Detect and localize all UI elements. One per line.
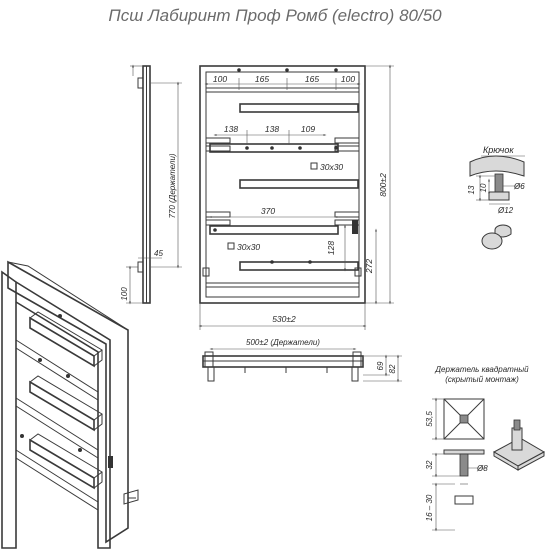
hook-dim-13: 13: [467, 185, 476, 194]
holder-square-left: [202, 267, 210, 277]
shelf-bar-4: [209, 225, 339, 235]
holder-stem-square: [459, 414, 469, 424]
hook-knob-front: [481, 232, 503, 250]
dim-top-2: 165: [255, 74, 269, 84]
holder-dim-32: 32: [425, 460, 434, 469]
pipe-section: [469, 155, 525, 177]
dim-height: 800±2: [378, 173, 388, 197]
dim-272: 272: [364, 259, 374, 274]
profile-label-1: 30х30: [320, 162, 343, 172]
dim-width: 530±2: [272, 314, 296, 324]
holder-points: [213, 68, 338, 264]
iso-rung-1: [15, 339, 99, 401]
hook-dim-10: 10: [479, 183, 488, 192]
front-view: 100 165 165 100 138 138 109 30х30 30х30 …: [198, 64, 394, 330]
dim-top-1: 100: [213, 74, 227, 84]
iso-switch: [108, 456, 113, 468]
profile-square-2: [227, 242, 235, 250]
holder-3d-stem: [511, 427, 523, 451]
holder-dim-16-30: 16 – 30: [425, 494, 434, 521]
isometric-view: [1, 260, 139, 549]
shelf-bar-5: [239, 261, 359, 271]
holder-base: [443, 449, 485, 455]
top-view: 500±2 (Держатели) 69 82: [202, 338, 402, 383]
shelf-bar-2: [209, 143, 339, 153]
iso-rung-2: [15, 397, 99, 459]
profile-label-2: 30х30: [237, 242, 260, 252]
dim-mid-2: 138: [265, 124, 279, 134]
dim-top-3: 165: [305, 74, 319, 84]
hook-dia-12: Ø12: [497, 206, 514, 215]
holder-label-1: Держатель квадратный: [434, 365, 529, 374]
hook-label: Крючок: [483, 145, 514, 155]
dim-holder-distance: 770 (Держатели): [168, 153, 177, 218]
frame-inner: [205, 71, 360, 298]
iso-upright-right: [15, 281, 111, 549]
dim-128: 128: [326, 241, 336, 255]
dim-mid-1: 138: [224, 124, 238, 134]
profile-square-1: [310, 162, 318, 170]
hook-dia-6: Ø6: [513, 182, 525, 191]
holder-plate: [443, 398, 485, 440]
dim-top-4: 100: [341, 74, 355, 84]
holder-dim-53: 53,5: [425, 411, 434, 427]
shelf-bar-3: [239, 179, 359, 189]
holder-label-2: (скрытый монтаж): [445, 375, 519, 384]
square-holder-detail: Держатель квадратный (скрытый монтаж) 53…: [425, 365, 546, 532]
iso-shelf-3: [29, 438, 95, 490]
iso-shelf-2: [29, 380, 95, 432]
side-view: 770 (Держатели) 45 100: [120, 64, 182, 305]
dim-45: 45: [154, 249, 163, 258]
hook-detail: Крючок 13 10 Ø6 Ø12: [467, 145, 525, 250]
dim-370: 370: [261, 206, 275, 216]
frame-outer: [199, 65, 366, 304]
shelf-bar-1: [239, 103, 359, 113]
iso-upright-left: [1, 270, 17, 549]
holder-square-right: [354, 267, 362, 277]
dim-69: 69: [376, 361, 385, 370]
holder-dia-8: Ø8: [476, 464, 488, 473]
dim-mid-3: 109: [301, 124, 315, 134]
holder-stem: [459, 453, 469, 477]
dim-100: 100: [120, 287, 129, 301]
drawing-title: Псш Лабиринт Проф Ромб (electro) 80/50: [108, 6, 442, 25]
left-rungs: [205, 137, 231, 226]
iso-rung-3: [15, 449, 99, 511]
switch-box: [352, 220, 358, 234]
dim-holder-span: 500±2 (Держатели): [246, 338, 320, 347]
dim-82: 82: [388, 364, 397, 373]
hook-head: [488, 191, 510, 201]
